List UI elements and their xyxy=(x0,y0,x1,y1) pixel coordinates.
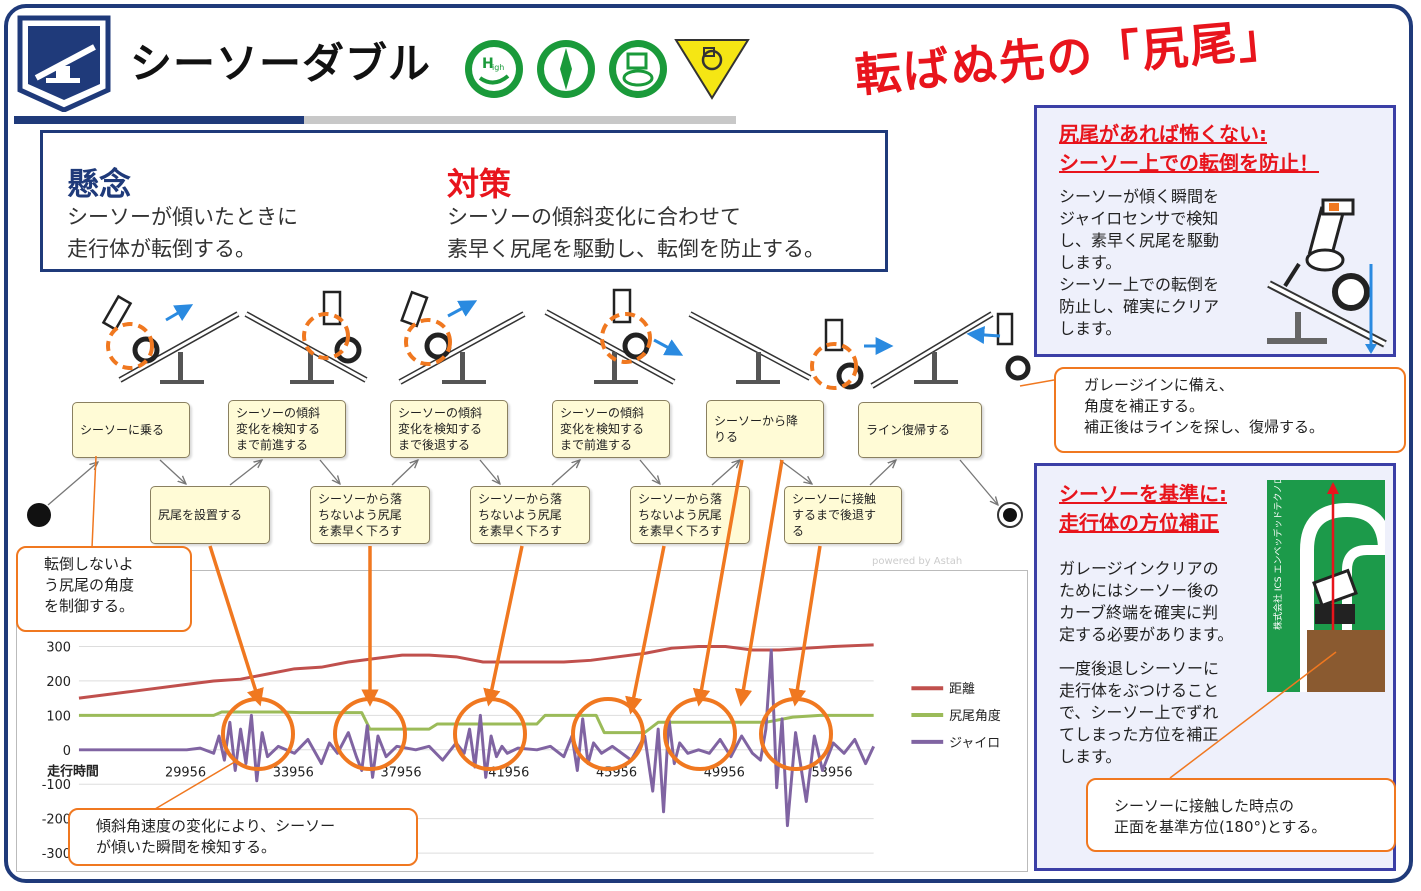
step-2-robot xyxy=(244,290,368,384)
caution-icon xyxy=(674,39,750,100)
event-circle xyxy=(221,697,295,771)
panel-bottom-heading: シーソーを基準に: 走行体の方位補正 xyxy=(1059,482,1227,535)
astah-watermark: powered by Astah xyxy=(872,556,963,567)
event-circle xyxy=(453,697,527,771)
step-4-robot xyxy=(544,288,684,385)
countermeasure-heading: 対策 xyxy=(447,165,512,203)
callout-gyro: 傾斜角速度の変化により、シーソーが傾いた瞬間を検知する。 xyxy=(68,808,418,866)
state-box: シーソーの傾斜変化を検知するまで後退する xyxy=(390,400,508,458)
robot-on-seesaw-illustration xyxy=(1267,198,1387,354)
x-axis-label: 走行時間 xyxy=(47,764,99,780)
svg-text:igh: igh xyxy=(492,63,504,72)
high-speed-icon: H igh xyxy=(465,40,523,98)
course-sponsor-text: 株式会社 ICS エンベッデッドテクノロジー xyxy=(1272,480,1284,630)
callout-tail-angle: 転倒しないよう尻尾の角度を制御する。 xyxy=(16,546,192,632)
state-box: シーソーから落ちないよう尻尾を素早く下ろす xyxy=(630,486,750,544)
event-circle xyxy=(571,697,645,771)
y-tick-label: 300 xyxy=(46,640,71,655)
x-tick-label: 33956 xyxy=(273,766,314,781)
header-rule-gray xyxy=(304,116,736,124)
state-box: シーソーの傾斜変化を検知するまで前進する xyxy=(228,400,346,458)
state-box: シーソーから落ちないよう尻尾を素早く下ろす xyxy=(470,486,590,544)
state-box: シーソーに乗る xyxy=(72,402,190,458)
step-6-robot xyxy=(870,311,1031,389)
seesaw-sequence-illustration xyxy=(101,288,1031,390)
state-box: ライン復帰する xyxy=(858,402,982,458)
concern-heading: 懸念 xyxy=(67,165,132,203)
countermeasure-text: シーソーの傾斜変化に合わせて 素早く尻尾を駆動し、転倒を防止する。 xyxy=(447,205,825,261)
panel-top-text: シーソーが傾く瞬間を ジャイロセンサで検知 し、素早く尻尾を駆動 します。 シー… xyxy=(1059,187,1220,338)
panel-tail-prevent-fall: 尻尾があれば怖くない: シーソー上での転倒を防止！ シーソーが傾く瞬間を ジャイ… xyxy=(1034,105,1396,357)
legend-label: 距離 xyxy=(949,682,975,697)
y-tick-label: -100 xyxy=(42,778,71,793)
callout-garage: ガレージインに備え、角度を補正する。補正後はラインを探し、復帰する。 xyxy=(1054,367,1406,453)
x-tick-label: 37956 xyxy=(381,766,422,781)
concern-countermeasure-box: 懸念 シーソーが傾いたときに 走行体が転倒する。 対策 シーソーの傾斜変化に合わ… xyxy=(40,130,888,272)
y-tick-label: -300 xyxy=(42,847,71,862)
y-tick-label: 200 xyxy=(46,675,71,690)
event-circle xyxy=(333,697,407,771)
y-tick-label: 100 xyxy=(46,709,71,724)
chart-y-ticks: 300 200 100 0 -100 -200 -300 xyxy=(42,640,71,862)
x-tick-label: 49956 xyxy=(704,766,745,781)
panel-bottom-text-1: ガレージインクリアの ためにはシーソー後の カーブ終端を確実に判 定する必要があ… xyxy=(1059,559,1234,644)
header-rule-blue xyxy=(14,116,304,124)
course-photo: 株式会社 ICS エンベッデッドテクノロジー xyxy=(1267,480,1385,692)
seesaw-logo-icon xyxy=(17,15,111,112)
y-tick-label: -200 xyxy=(42,813,71,828)
legend-label: 尻尾角度 xyxy=(949,708,1001,724)
state-box: シーソーの傾斜変化を検知するまで前進する xyxy=(552,400,670,458)
page-frame xyxy=(4,4,1413,883)
svg-text:H: H xyxy=(482,56,494,72)
panel-bottom-text-2: 一度後退しシーソーに 走行体をぶつけること で、シーソー上でずれ てしまった方位… xyxy=(1059,659,1220,766)
step-1-robot xyxy=(101,294,240,384)
callout-contact: シーソーに接触した時点の正面を基準方位(180°)とする。 xyxy=(1086,778,1396,852)
initial-state xyxy=(27,503,51,527)
state-box: シーソーから落ちないよう尻尾を素早く下ろす xyxy=(310,486,430,544)
event-circle xyxy=(663,697,737,771)
panel-top-heading: 尻尾があれば怖くない: シーソー上での転倒を防止！ xyxy=(1059,122,1319,175)
x-tick-label: 29956 xyxy=(165,766,206,781)
event-circle xyxy=(759,697,833,771)
state-box: 尻尾を設置する xyxy=(150,486,270,544)
concern-text: シーソーが傾いたときに 走行体が転倒する。 xyxy=(67,205,298,261)
compass-icon xyxy=(537,40,595,98)
state-box: シーソーに接触するまで後退する xyxy=(784,486,902,544)
page-title: シーソーダブル xyxy=(130,39,432,88)
step-3-robot xyxy=(398,290,526,385)
legend-label: ジャイロ xyxy=(949,736,1000,751)
state-box: シーソーから降りる xyxy=(706,400,824,458)
step-5-robot xyxy=(688,311,894,390)
y-tick-label: 0 xyxy=(63,744,71,759)
robot-balance-icon xyxy=(609,40,667,98)
